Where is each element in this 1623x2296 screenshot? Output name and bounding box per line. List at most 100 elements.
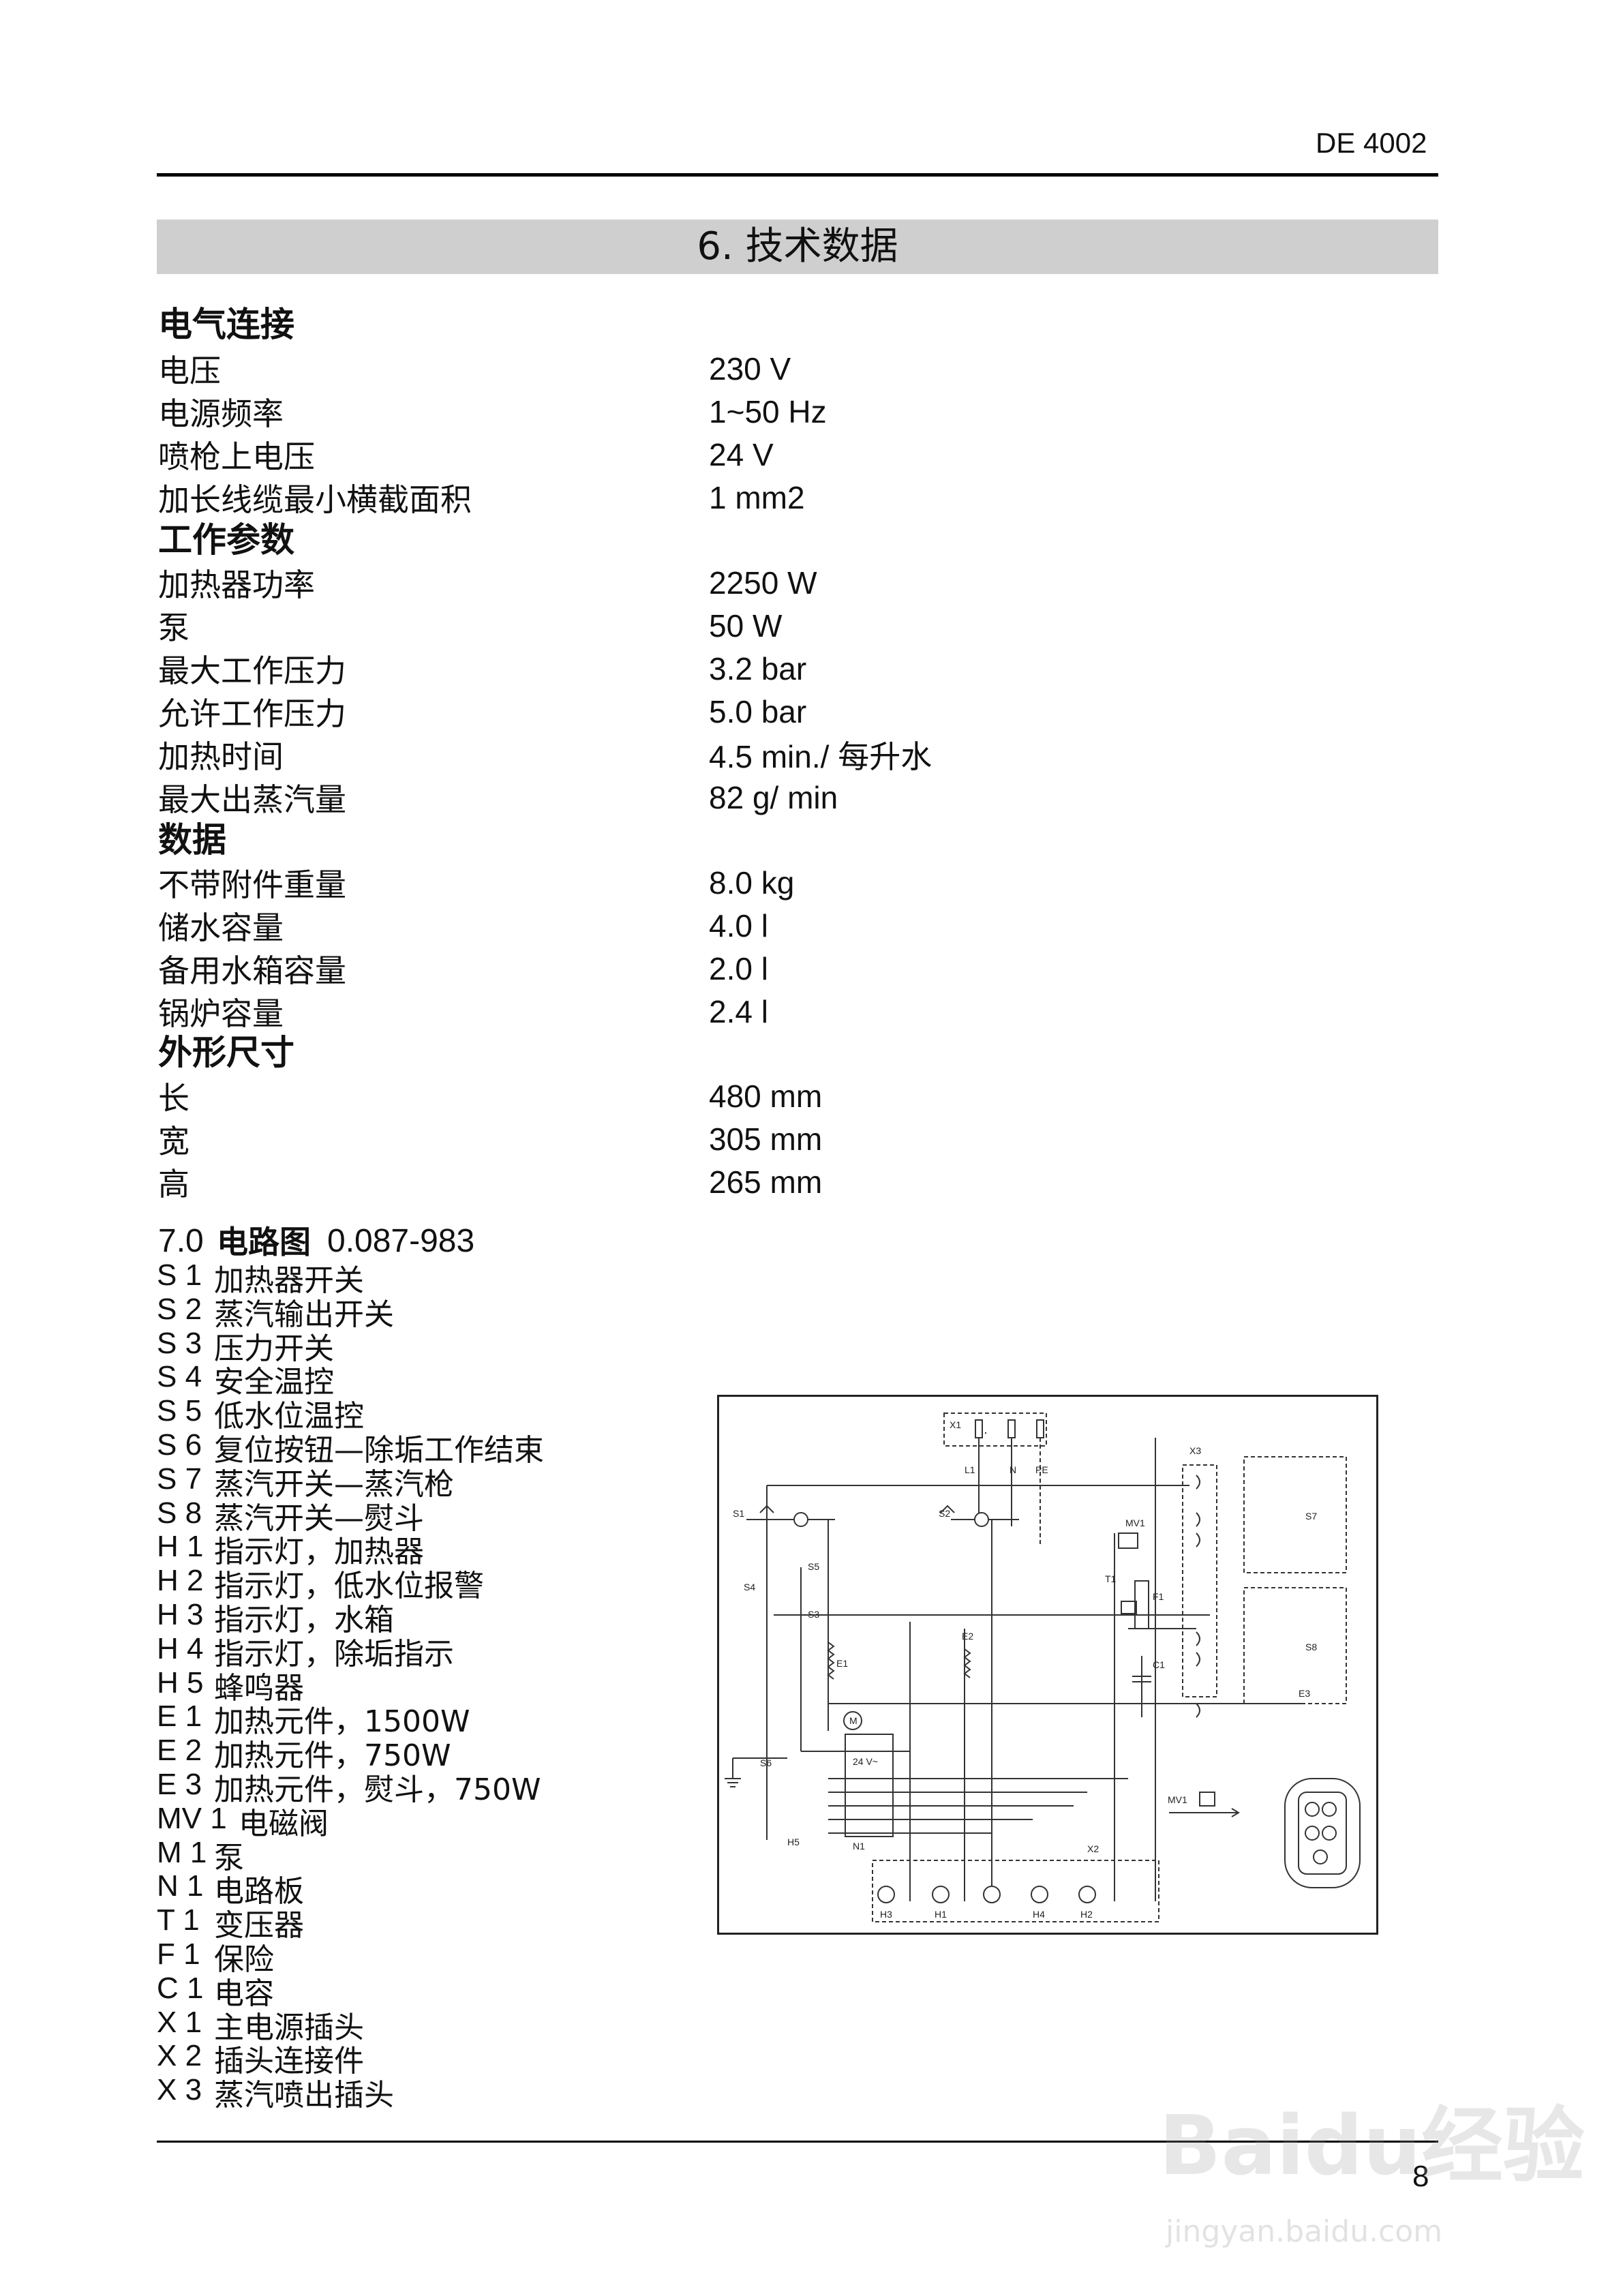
legend-description: 加热器开关 xyxy=(214,1263,364,1298)
row-value: 5.0 bar xyxy=(709,694,807,729)
label-e2: E2 xyxy=(962,1631,973,1642)
legend-description: 蒸汽开关—熨斗 xyxy=(214,1501,424,1536)
section-heading-data: 数据 xyxy=(158,820,226,860)
row-value: 4.0 l xyxy=(709,908,768,943)
legend-description: 加热元件，熨斗，750W xyxy=(214,1772,541,1807)
section-title: 6. 技术数据 xyxy=(697,224,898,269)
header-rule xyxy=(157,173,1438,177)
legend-code: S 5 xyxy=(157,1394,202,1428)
row-label: 电源频率 xyxy=(158,395,284,432)
label-h5: H5 xyxy=(787,1837,800,1847)
legend-description: 复位按钮—除垢工作结束 xyxy=(214,1433,544,1468)
row-label: 泵 xyxy=(158,609,189,646)
document-code: DE 4002 xyxy=(1316,127,1427,159)
legend-description: 指示灯，加热器 xyxy=(214,1535,424,1569)
legend-description: 加热元件，1500W xyxy=(214,1704,470,1739)
legend-code: F 1 xyxy=(157,1937,200,1971)
row-value: 4.5 min./ 每升水 xyxy=(709,739,932,774)
row-label: 喷枪上电压 xyxy=(158,438,315,475)
label-s5: S5 xyxy=(808,1561,819,1572)
legend-code: S 3 xyxy=(157,1327,202,1360)
label-n: N xyxy=(1010,1464,1016,1475)
row-label: 锅炉容量 xyxy=(158,995,284,1032)
label-h1: H1 xyxy=(935,1909,947,1920)
label-l1: L1 xyxy=(965,1464,975,1475)
legend-description: 压力开关 xyxy=(214,1331,334,1366)
label-e1: E1 xyxy=(836,1658,848,1669)
legend-code: H 4 xyxy=(157,1632,204,1665)
label-s8: S8 xyxy=(1305,1642,1317,1652)
label-pe: PE xyxy=(1035,1464,1048,1475)
row-label: 储水容量 xyxy=(158,909,284,946)
row-value: 8.0 kg xyxy=(709,865,795,901)
row-value: 1 mm2 xyxy=(709,480,805,515)
label-s2: S2 xyxy=(939,1508,950,1519)
row-value: 82 g/ min xyxy=(709,780,838,815)
legend-description: 蒸汽输出开关 xyxy=(214,1297,394,1332)
legend-description: 蒸汽喷出插头 xyxy=(214,2078,394,2113)
row-label: 长 xyxy=(158,1080,189,1117)
legend-code: S 2 xyxy=(157,1293,202,1326)
watermark-url: jingyan.baidu.com xyxy=(1166,2214,1443,2249)
row-label: 不带附件重量 xyxy=(158,866,346,903)
legend-code: C 1 xyxy=(157,1972,204,2005)
circuit-section-number: 7.0 xyxy=(158,1223,204,1259)
legend-code: N 1 xyxy=(157,1869,204,1903)
row-label: 最大工作压力 xyxy=(158,652,346,689)
legend-description: 主电源插头 xyxy=(214,2010,364,2045)
legend-code: H 5 xyxy=(157,1666,204,1700)
legend-description: 蒸汽开关—蒸汽枪 xyxy=(214,1467,454,1502)
label-h2: H2 xyxy=(1080,1909,1093,1920)
legend-code: MV 1 xyxy=(157,1802,227,1835)
legend-code: S 4 xyxy=(157,1360,202,1393)
legend-description: 安全温控 xyxy=(214,1365,334,1400)
label-m: M xyxy=(849,1715,858,1726)
legend-code: X 3 xyxy=(157,2073,202,2106)
row-label: 允许工作压力 xyxy=(158,695,346,732)
label-s4: S4 xyxy=(744,1582,755,1592)
legend-code: S 1 xyxy=(157,1258,202,1292)
row-label: 备用水箱容量 xyxy=(158,952,346,989)
row-label: 电压 xyxy=(158,352,221,389)
legend-code: E 3 xyxy=(157,1768,202,1801)
circuit-section-title: 电路图 xyxy=(217,1224,311,1260)
legend-description: 指示灯，水箱 xyxy=(214,1603,394,1637)
row-value: 265 mm xyxy=(709,1164,823,1200)
legend-code: X 2 xyxy=(157,2039,202,2072)
legend-description: 电磁阀 xyxy=(239,1807,329,1841)
row-value: 230 V xyxy=(709,351,791,387)
label-e3: E3 xyxy=(1299,1688,1310,1699)
section-heading-electrical: 电气连接 xyxy=(158,305,294,344)
section-heading-dimensions: 外形尺寸 xyxy=(158,1033,294,1072)
row-value: 2250 W xyxy=(709,565,817,601)
row-value: 50 W xyxy=(709,608,783,644)
legend-code: M 1 xyxy=(157,1836,207,1869)
legend-code: S 7 xyxy=(157,1462,202,1496)
row-label: 加热时间 xyxy=(158,738,284,775)
label-n1: N1 xyxy=(853,1841,865,1852)
legend-description: 指示灯，低水位报警 xyxy=(214,1569,484,1603)
row-value: 305 mm xyxy=(709,1121,823,1157)
label-t1: T1 xyxy=(1105,1573,1117,1584)
section-title-bar: 6. 技术数据 xyxy=(157,220,1438,274)
legend-code: X 1 xyxy=(157,2006,202,2039)
row-value: 2.4 l xyxy=(709,994,768,1029)
row-value: 2.0 l xyxy=(709,951,768,986)
label-x2: X2 xyxy=(1087,1843,1099,1854)
row-label: 加热器功率 xyxy=(158,567,315,603)
label-x1: X1 xyxy=(950,1419,961,1430)
legend-description: 插头连接件 xyxy=(214,2044,364,2079)
legend-description: 电路板 xyxy=(214,1874,304,1909)
row-label: 最大出蒸汽量 xyxy=(158,781,346,818)
label-s7: S7 xyxy=(1305,1511,1317,1522)
legend-description: 加热元件，750W xyxy=(214,1738,451,1773)
label-h4: H4 xyxy=(1033,1909,1045,1920)
label-f1: F1 xyxy=(1153,1591,1164,1602)
label-mv1: MV1 xyxy=(1125,1517,1145,1528)
label-s3: S3 xyxy=(808,1609,819,1620)
label-h3: H3 xyxy=(880,1909,892,1920)
label-s1: S1 xyxy=(733,1508,744,1519)
label-x3: X3 xyxy=(1189,1445,1201,1456)
row-value: 1~50 Hz xyxy=(709,394,827,429)
legend-description: 变压器 xyxy=(214,1908,304,1943)
